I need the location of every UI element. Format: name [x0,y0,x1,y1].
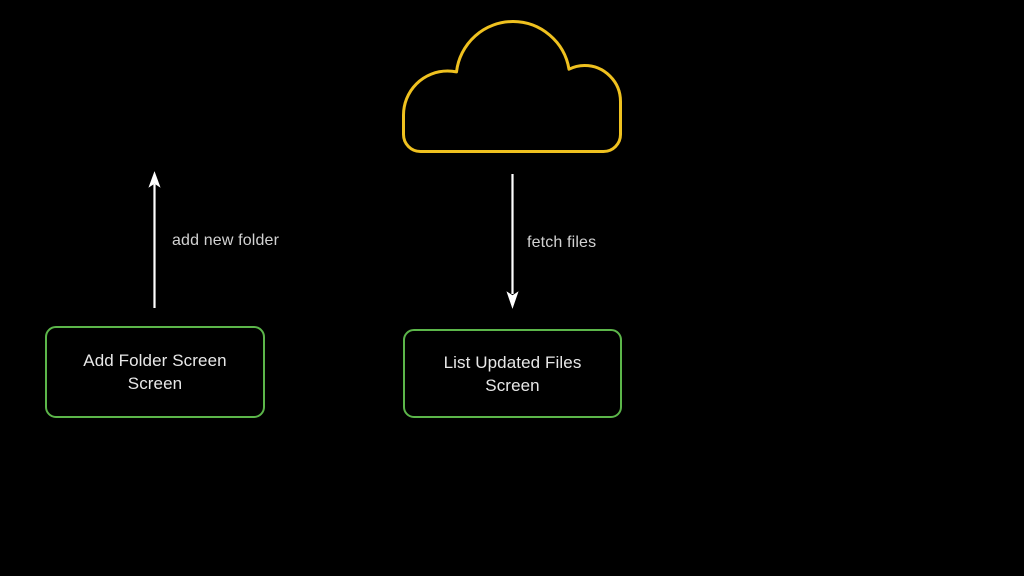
cloud-node[interactable] [398,14,626,160]
arrow-up-icon [148,171,161,308]
edge-label-fetch-files: fetch files [527,234,597,251]
edge-label-add-new-folder: add new folder [172,232,280,249]
node-add-folder-screen[interactable]: Add Folder Screen Screen [45,326,265,418]
cloud-icon [402,20,622,153]
edge-add-new-folder [144,168,166,310]
node-list-updated-files-screen[interactable]: List Updated Files Screen [403,329,622,418]
node-label-add-folder-screen: Add Folder Screen Screen [83,351,227,393]
node-label-list-updated-files-screen: List Updated Files Screen [443,352,582,395]
edge-fetch-files [502,170,524,312]
arrow-down-icon [506,174,519,309]
